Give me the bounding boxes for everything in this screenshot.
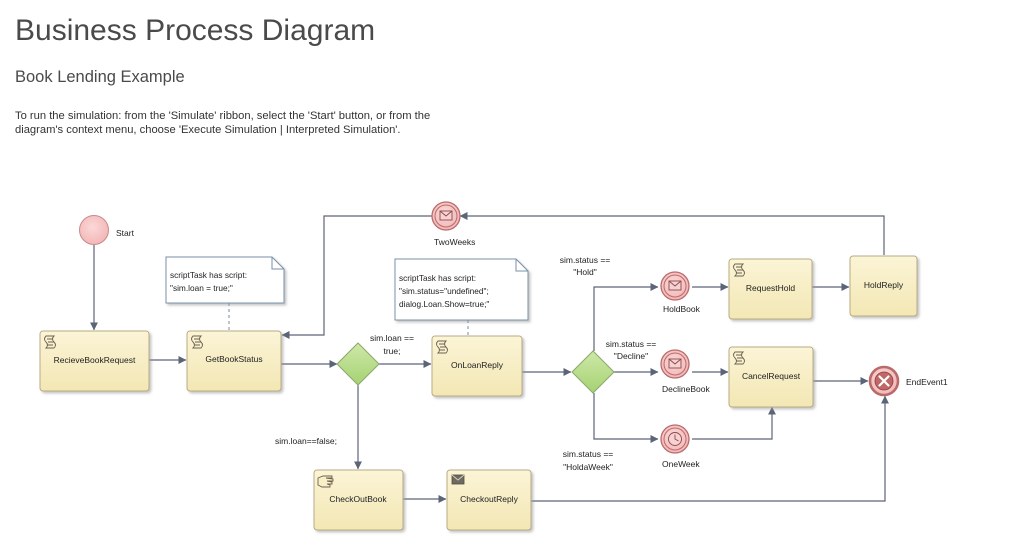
task-cancel-label: CancelRequest — [742, 371, 801, 381]
start-event-label: Start — [116, 228, 135, 238]
task-onloan-label: OnLoanReply — [451, 360, 504, 370]
note1-body — [165, 256, 285, 304]
script-icon — [44, 335, 56, 349]
one-week-label: OneWeek — [662, 459, 700, 469]
task-checkoutreply-label: CheckoutReply — [460, 494, 518, 504]
task-hold-reply[interactable] — [849, 255, 918, 317]
task-recieve-label: RecieveBookRequest — [54, 355, 136, 365]
envelope-icon — [668, 280, 682, 291]
envelope-icon — [439, 210, 453, 221]
script-icon — [191, 335, 203, 349]
task-recieve-box — [39, 330, 150, 392]
simulation-instructions: To run the simulation: from the 'Simulat… — [15, 109, 430, 137]
task-holdreply-box — [849, 255, 918, 317]
one-week-event[interactable] — [660, 424, 690, 454]
envelope-icon — [668, 358, 682, 369]
task-recieve-book-request[interactable] — [39, 330, 150, 392]
two-weeks-event[interactable] — [431, 201, 461, 231]
task-get-book-status[interactable] — [186, 330, 282, 392]
note2-line-1: scriptTask has script: — [399, 273, 476, 283]
condition-loan-true-1: sim.loan == — [370, 333, 414, 343]
gateway-status-diamond — [571, 350, 615, 394]
task-checkout-reply[interactable] — [446, 469, 532, 531]
hold-book-event[interactable] — [660, 271, 690, 301]
condition-hold-1: sim.status == — [560, 255, 611, 265]
note2-line-2: "sim.status="undefined"; — [399, 286, 489, 296]
two-weeks-inner — [434, 204, 458, 228]
task-cancel-box — [728, 346, 814, 408]
task-on-loan-reply[interactable] — [431, 335, 523, 397]
script-icon — [733, 263, 745, 277]
note2-fold — [515, 259, 528, 272]
task-requesthold-box — [728, 258, 813, 320]
task-check-out-book[interactable] — [313, 469, 404, 531]
instructions-line-2: diagram's context menu, choose 'Execute … — [15, 124, 401, 136]
task-cancel-request[interactable] — [728, 346, 814, 408]
note1-line-2: "sim.loan = true;" — [170, 283, 233, 293]
task-getstatus-label: GetBookStatus — [205, 354, 262, 364]
script-icon — [436, 340, 448, 354]
instructions-line-1: To run the simulation: from the 'Simulat… — [15, 110, 431, 122]
one-week-inner — [663, 427, 687, 451]
flow-checkoutreply-to-end — [531, 395, 889, 502]
script-note-1[interactable] — [165, 256, 285, 304]
task-holdreply-label: HoldReply — [864, 280, 904, 290]
flow-gateway2-to-oneweek — [593, 393, 659, 443]
condition-hold-2: "Hold" — [573, 267, 597, 277]
task-checkout-label: CheckOutBook — [329, 494, 387, 504]
condition-loan-true-2: true; — [383, 346, 400, 356]
two-weeks-label: TwoWeeks — [434, 237, 475, 247]
condition-week-2: "HoldaWeek" — [563, 462, 613, 472]
decline-book-inner — [663, 352, 687, 376]
flow-gateway2-to-holdbook — [593, 283, 659, 351]
manual-hand-icon — [317, 475, 334, 488]
note1-line-1: scriptTask has script: — [170, 270, 247, 280]
end-event[interactable] — [868, 365, 900, 397]
hold-book-label: HoldBook — [663, 304, 701, 314]
flow-twoweeks-to-getstatus — [281, 215, 432, 339]
end-event-label: EndEvent1 — [906, 377, 948, 387]
flow-oneweek-to-cancelrequest — [692, 406, 776, 440]
note2-body — [394, 258, 529, 321]
cancel-x-icon — [874, 371, 894, 391]
task-request-hold[interactable] — [728, 258, 813, 320]
task-requesthold-label: RequestHold — [746, 283, 795, 293]
script-icon — [733, 351, 745, 365]
task-checkout-box — [313, 469, 404, 531]
page-subtitle: Book Lending Example — [15, 68, 185, 86]
note2-line-3: dialog.Loan.Show=true;" — [399, 299, 489, 309]
send-envelope-icon — [451, 474, 465, 485]
decline-book-event[interactable] — [660, 349, 690, 379]
condition-loan-false: sim.loan==false; — [275, 436, 337, 446]
sequence-flows — [90, 212, 889, 503]
gateway-loan-diamond — [336, 342, 380, 386]
note-links — [228, 303, 469, 336]
condition-decline-1: sim.status == — [606, 339, 657, 349]
decline-book-label: DeclineBook — [662, 384, 710, 394]
start-event[interactable] — [79, 215, 109, 245]
clock-icon — [668, 432, 682, 446]
start-event-circle — [79, 215, 109, 245]
flow-holdreply-to-twoweeks — [459, 212, 885, 255]
condition-decline-2: "Decline" — [614, 351, 648, 361]
condition-week-1: sim.status == — [563, 449, 614, 459]
task-checkoutreply-box — [446, 469, 532, 531]
gateway-loan-check[interactable] — [336, 342, 380, 386]
page-title: Business Process Diagram — [15, 14, 376, 47]
note1-fold — [271, 257, 284, 270]
gateway-status-check[interactable] — [571, 350, 615, 394]
hold-book-inner — [663, 274, 687, 298]
task-onloan-box — [431, 335, 523, 397]
script-note-2[interactable] — [394, 258, 529, 321]
task-getstatus-box — [186, 330, 282, 392]
